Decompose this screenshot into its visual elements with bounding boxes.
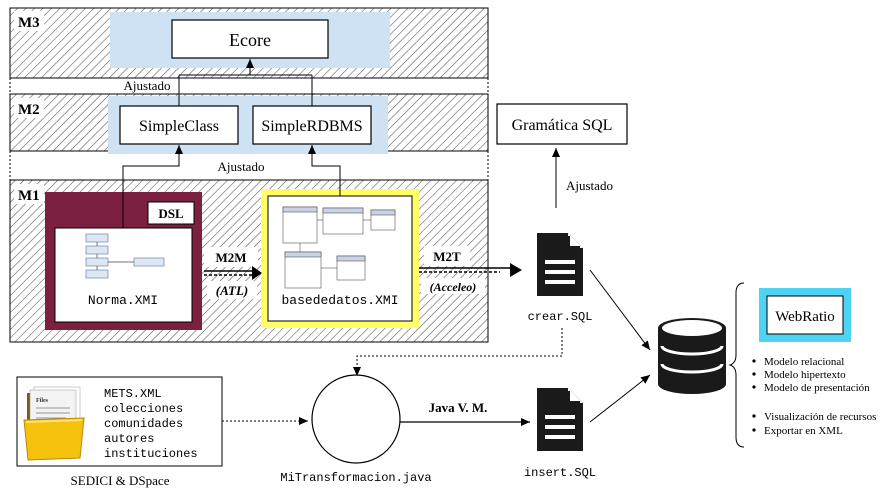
insert-sql-label: insert.SQL — [524, 466, 596, 480]
m2m-label: M2M — [215, 250, 246, 265]
sedici-file-mets: METS.XML — [104, 387, 162, 401]
simplerdbms-label: SimpleRDBMS — [261, 118, 362, 135]
m2m-arrow — [204, 266, 262, 280]
insert-to-database-edge — [589, 374, 651, 423]
folder-files-icon: Files — [23, 386, 85, 461]
simpleclass-label: SimpleClass — [139, 118, 219, 135]
norma-mini-diagram — [85, 233, 165, 279]
ecore-box — [171, 19, 329, 59]
java-vm-label: Java V. M. — [429, 400, 488, 415]
level-m2-panel: SimpleClass SimpleRDBMS M2 — [9, 93, 489, 154]
level-m1-panel: M1 DSL Norma.XMI — [9, 179, 489, 343]
basededatos-to-simplerdbms-edge — [308, 145, 341, 196]
norma-xmi-box — [54, 227, 193, 323]
gramatica-sql-label: Gramática SQL — [512, 117, 613, 134]
crear-sql-label: crear.SQL — [528, 310, 593, 324]
webratio-features-list: Modelo relacional Modelo hipertexto Mode… — [752, 356, 876, 437]
mitransformacion-node — [311, 374, 401, 464]
sedici-file-autores: autores — [104, 432, 154, 446]
basededatos-xmi-label: basededatos.XMI — [281, 293, 398, 308]
ajustado-m3-label: Ajustado — [124, 78, 171, 93]
sedici-label: SEDICI & DSpace — [71, 473, 170, 488]
sedici-file-colecciones: colecciones — [104, 402, 183, 416]
dsl-label: DSL — [158, 206, 184, 221]
feature-visualizacion-recursos: Visualización de recursos — [764, 411, 876, 423]
feature-exportar-xml: Exportar en XML — [764, 425, 843, 437]
feature-modelo-relacional: Modelo relacional — [764, 356, 844, 368]
crear-sql-file-icon — [537, 233, 583, 296]
level-m3-panel: Ecore M3 — [9, 7, 489, 79]
norma-to-simpleclass-edge — [122, 145, 183, 228]
ajustado-m3-connector — [178, 59, 313, 106]
gramatica-sql-box — [496, 103, 628, 145]
crear-to-database-edge — [589, 269, 651, 351]
insert-sql-file-icon — [537, 388, 583, 451]
feature-modelo-presentacion: Modelo de presentación — [764, 382, 870, 394]
feature-modelo-hipertexto: Modelo hipertexto — [764, 369, 846, 381]
ajustado-m2-label: Ajustado — [218, 159, 265, 174]
level-m2-label: M2 — [18, 102, 40, 118]
acceleo-label: (Acceleo) — [430, 280, 477, 294]
atl-label: (ATL) — [216, 283, 249, 298]
svg-text:Files: Files — [36, 398, 49, 404]
features-brace — [728, 282, 745, 448]
level-m3-label: M3 — [18, 15, 40, 31]
ajustado-sql-label: Ajustado — [566, 178, 613, 193]
ecore-label: Ecore — [229, 30, 271, 50]
level-m1-label: M1 — [18, 188, 40, 204]
webratio-box — [766, 295, 844, 335]
sedici-file-comunidades: comunidades — [104, 417, 183, 431]
webratio-label: WebRatio — [775, 309, 835, 325]
m2t-arrow — [419, 263, 522, 277]
sedici-file-instituciones: instituciones — [104, 447, 198, 461]
m2t-label: M2T — [433, 249, 461, 264]
norma-xmi-label: Norma.XMI — [88, 293, 158, 308]
database-icon — [658, 318, 726, 394]
mitransformacion-label: MiTransformacion.java — [280, 471, 431, 485]
basededatos-mini-schema — [282, 206, 396, 289]
crear-to-mitransformacion-edge — [353, 328, 563, 376]
